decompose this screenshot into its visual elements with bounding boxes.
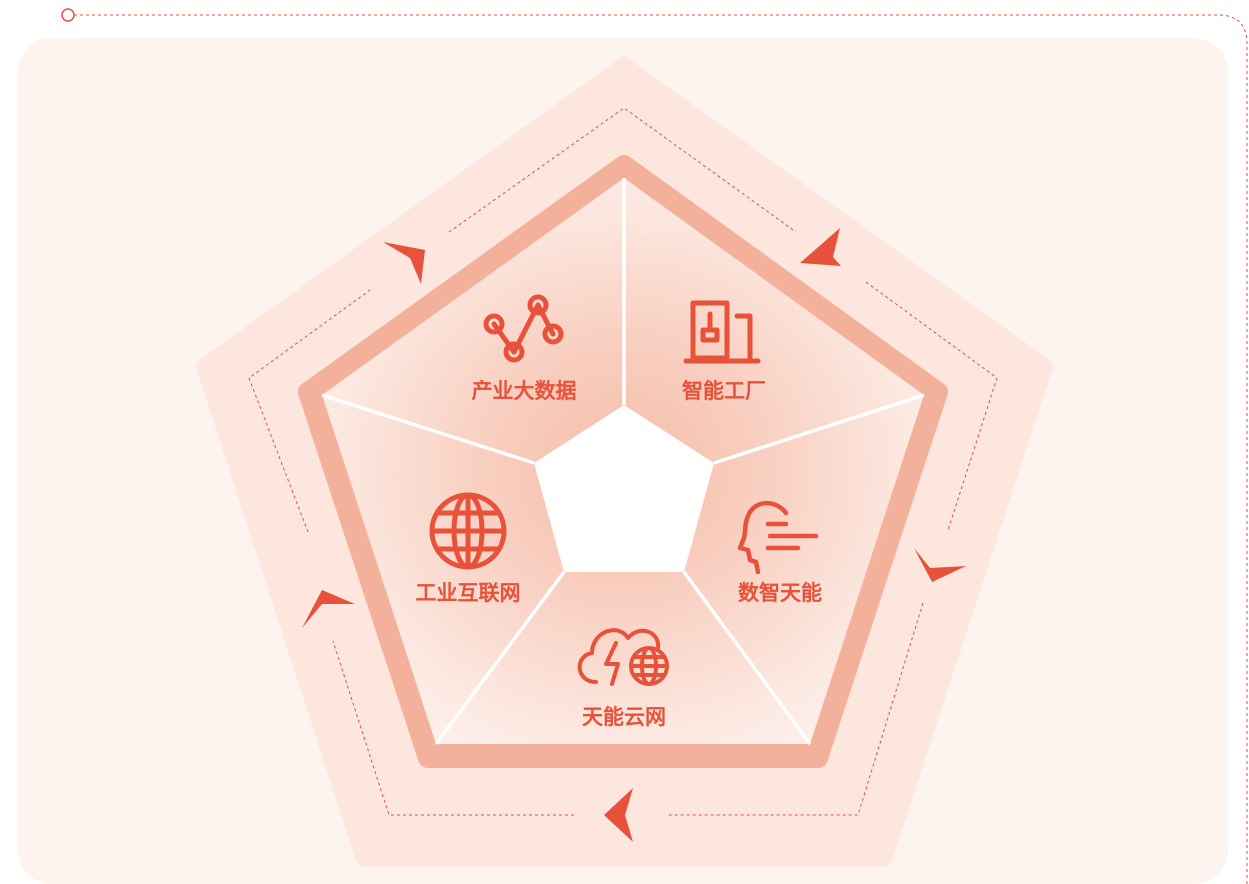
segment-industrial-big-data: 产业大数据 <box>472 294 577 403</box>
arrow-icon <box>604 788 633 842</box>
dashed-cycle-path <box>248 107 998 816</box>
connector-dashed-line <box>74 14 1248 884</box>
segment-cloud-network: 天能云网 <box>577 628 669 729</box>
top-connector <box>61 8 1248 884</box>
segment-label: 工业互联网 <box>416 581 521 605</box>
arrow-icon <box>383 242 425 284</box>
connector-start-circle <box>61 8 75 22</box>
arrow-icon <box>914 548 966 582</box>
globe-icon <box>429 492 507 570</box>
center-pentagon <box>534 405 714 572</box>
segment-smart-factory: 智能工厂 <box>682 300 766 403</box>
robot-arm-icon <box>683 300 761 364</box>
arrow-icon <box>302 590 355 628</box>
segment-digital-intelligence: 数智天能 <box>737 500 822 605</box>
segment-label: 天能云网 <box>582 705 666 729</box>
data-nodes-icon <box>483 294 564 363</box>
segment-label: 数智天能 <box>738 581 822 605</box>
segment-label: 智能工厂 <box>682 379 766 403</box>
ai-head-icon <box>737 500 819 575</box>
segment-industrial-internet: 工业互联网 <box>416 492 521 605</box>
segment-label: 产业大数据 <box>472 379 577 403</box>
cloud-network-icon <box>577 628 669 686</box>
segment-dividers <box>321 178 925 746</box>
cycle-arrows <box>302 228 966 842</box>
arrow-icon <box>800 228 841 266</box>
